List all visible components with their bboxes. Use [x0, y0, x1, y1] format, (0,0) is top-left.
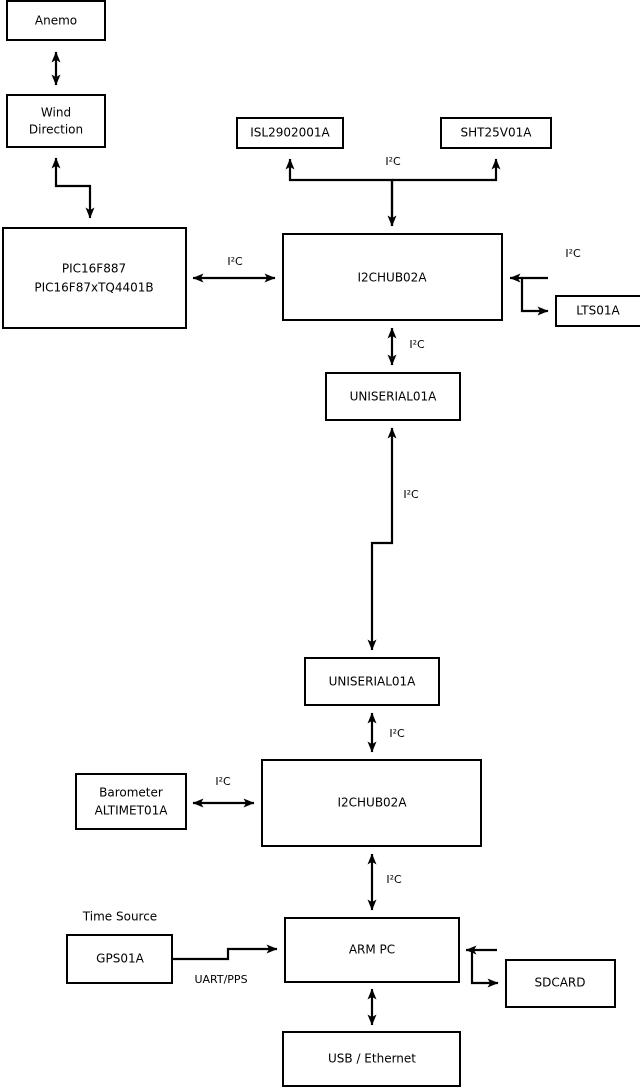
node-wind-direction-box[interactable] [6, 94, 106, 148]
node-isl2902001a-box[interactable] [236, 117, 344, 149]
edge-label-hub-lts-i2c: I²C [565, 247, 581, 260]
node-i2chub02a-top[interactable]: I2CHUB02A [282, 233, 503, 321]
edge-label-pic-hub-i2c: I²C [227, 255, 243, 268]
node-uniserial01a-bottom[interactable]: UNISERIAL01A [304, 657, 440, 706]
node-arm-pc-box[interactable] [284, 917, 460, 983]
node-sht25v01a[interactable]: SHT25V01A [440, 117, 552, 149]
node-barometer-altimet01a-box[interactable] [75, 773, 187, 830]
edge-label-baro-hub-i2c: I²C [215, 775, 231, 788]
node-usb-ethernet-box[interactable] [282, 1031, 461, 1087]
edge-label-isl-sht-i2c: I²C [385, 155, 401, 168]
node-sdcard[interactable]: SDCARD [505, 959, 616, 1008]
node-usb-ethernet-label: USB / Ethernet [328, 1052, 416, 1066]
node-uniserial01a-bottom-box[interactable] [304, 657, 440, 706]
node-isl2902001a-label: ISL2902001A [250, 126, 330, 140]
edge-label-hub-uniserial-i2c: I²C [409, 338, 425, 351]
node-pic16f887-box[interactable] [2, 227, 187, 329]
node-barometer-label-line1: Barometer [99, 786, 163, 800]
node-gps01a-label: GPS01A [96, 952, 144, 966]
edge-label-gps-arm-uart: UART/PPS [194, 973, 247, 986]
node-arm-pc-label: ARM PC [349, 943, 395, 957]
node-uniserial01a-top-label: UNISERIAL01A [350, 390, 438, 404]
node-anemo[interactable]: Anemo [6, 0, 106, 41]
edge-i2chub-top-sensors [285, 158, 501, 227]
node-uniserial01a-top[interactable]: UNISERIAL01A [325, 372, 461, 421]
node-usb-ethernet[interactable]: USB / Ethernet [282, 1031, 461, 1087]
node-uniserial01a-top-box[interactable] [325, 372, 461, 421]
node-arm-pc[interactable]: ARM PC [284, 917, 460, 983]
edge-gps01a-armpc [172, 944, 278, 961]
node-gps01a[interactable]: GPS01A [66, 934, 173, 984]
node-uniserial01a-bottom-label: UNISERIAL01A [329, 675, 417, 689]
edge-i2chub-top-lts01a [509, 273, 549, 316]
node-lts01a-label: LTS01A [576, 304, 620, 318]
node-i2chub02a-bottom-box[interactable] [261, 759, 482, 847]
node-anemo-label: Anemo [35, 14, 77, 28]
node-anemo-box[interactable] [6, 0, 106, 41]
node-sht25v01a-box[interactable] [440, 117, 552, 149]
edge-uniserial-top-uniserial-bottom [367, 427, 397, 651]
node-pic16f887-label-line2: PIC16F87xTQ4401B [34, 281, 153, 295]
node-isl2902001a[interactable]: ISL2902001A [236, 117, 344, 149]
node-i2chub02a-bottom-label: I2CHUB02A [337, 796, 407, 810]
node-sdcard-box[interactable] [505, 959, 616, 1008]
node-lts01a-box[interactable] [555, 295, 640, 327]
node-sdcard-label: SDCARD [534, 976, 585, 990]
node-wind-direction-label-line1: Wind [41, 106, 71, 120]
node-i2chub02a-top-box[interactable] [282, 233, 503, 321]
node-i2chub02a-bottom[interactable]: I2CHUB02A [261, 759, 482, 847]
node-pic16f887[interactable]: PIC16F887 PIC16F87xTQ4401B [2, 227, 187, 329]
node-sht25v01a-label: SHT25V01A [461, 126, 533, 140]
node-barometer-label-line2: ALTIMET01A [95, 804, 169, 818]
node-barometer-altimet01a[interactable]: Barometer ALTIMET01A [75, 773, 187, 830]
edge-armpc-sdcard [465, 945, 499, 988]
node-lts01a[interactable]: LTS01A [555, 295, 640, 327]
edge-label-uniserial-link-i2c: I²C [403, 488, 419, 501]
node-i2chub02a-top-label: I2CHUB02A [357, 271, 427, 285]
node-gps01a-box[interactable] [66, 934, 173, 984]
node-pic16f887-label-line1: PIC16F887 [62, 262, 126, 276]
node-wind-direction-label-line2: Direction [29, 123, 83, 137]
node-wind-direction[interactable]: Wind Direction [6, 94, 106, 148]
edge-label-uniserial-hub2-i2c: I²C [389, 727, 405, 740]
label-time-source: Time Source [82, 910, 157, 924]
edge-label-hub2-arm-i2c: I²C [386, 873, 402, 886]
edge-winddirection-pic [51, 157, 95, 219]
